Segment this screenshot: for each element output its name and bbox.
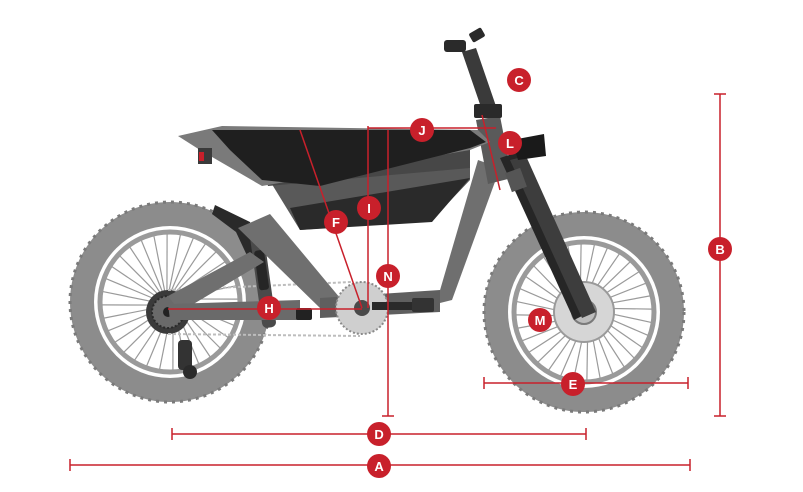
svg-text:B: B bbox=[715, 242, 724, 257]
rear-wheel bbox=[68, 200, 272, 404]
svg-text:M: M bbox=[535, 313, 546, 328]
dimension-line-l bbox=[481, 114, 501, 191]
spoke bbox=[167, 234, 181, 295]
svg-text:A: A bbox=[374, 459, 384, 474]
svg-text:F: F bbox=[332, 215, 340, 230]
handlebar bbox=[444, 27, 502, 118]
spoke bbox=[153, 235, 167, 296]
svg-text:J: J bbox=[418, 123, 425, 138]
spoke bbox=[140, 240, 165, 297]
spoke bbox=[129, 246, 164, 298]
spoke bbox=[172, 251, 217, 296]
svg-text:C: C bbox=[514, 73, 524, 88]
badge-n: N bbox=[376, 264, 400, 288]
badge-f: F bbox=[324, 210, 348, 234]
spoke bbox=[171, 243, 206, 295]
svg-text:E: E bbox=[569, 377, 578, 392]
badge-d: D bbox=[367, 422, 391, 446]
svg-text:D: D bbox=[374, 427, 383, 442]
badge-a: A bbox=[367, 454, 391, 478]
svg-text:I: I bbox=[367, 201, 371, 216]
badge-h: H bbox=[257, 296, 281, 320]
front-fork bbox=[500, 152, 596, 320]
svg-text:N: N bbox=[383, 269, 392, 284]
svg-text:L: L bbox=[506, 136, 514, 151]
badge-l: L bbox=[498, 131, 522, 155]
spoke bbox=[111, 266, 163, 301]
svg-text:H: H bbox=[264, 301, 273, 316]
badge-c: C bbox=[507, 68, 531, 92]
badge-j: J bbox=[410, 118, 434, 142]
spoke bbox=[119, 255, 164, 300]
badge-i: I bbox=[357, 196, 381, 220]
label-badges: A B C D E F H I bbox=[257, 68, 732, 478]
crankset bbox=[335, 281, 434, 335]
badge-b: B bbox=[708, 237, 732, 261]
seat bbox=[178, 126, 490, 186]
spoke bbox=[169, 237, 194, 295]
badge-e: E bbox=[561, 372, 585, 396]
rear-fender bbox=[212, 205, 262, 262]
badge-m: M bbox=[528, 308, 552, 332]
